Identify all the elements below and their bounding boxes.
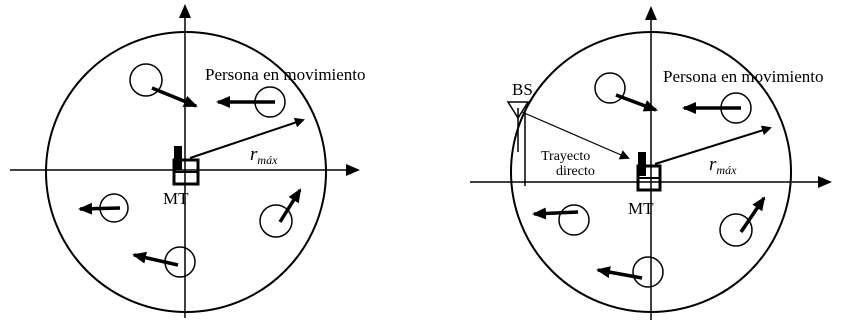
mobile-terminal-right: [636, 152, 662, 192]
moving-person-3-right: [532, 204, 590, 236]
left-panel: Persona en movimiento rmáx MT: [10, 4, 366, 318]
radius-label-right: rmáx: [709, 154, 737, 177]
moving-person-1-right: [594, 72, 658, 112]
base-station-antenna: [506, 101, 530, 186]
moving-person-4-left: [259, 188, 302, 238]
direct-path-label-line1: Trayecto: [541, 149, 590, 164]
base-station-label: BS: [512, 80, 533, 99]
person-label-left: Persona en movimiento: [205, 65, 366, 84]
right-panel: BS Trayecto directo Persona en movimient…: [470, 6, 832, 320]
moving-person-3-left: [78, 193, 129, 223]
moving-person-5-right: [596, 256, 664, 288]
terminal-label-right: MT: [628, 199, 654, 218]
terminal-label-left: MT: [163, 189, 189, 208]
mobile-terminal-left: [172, 146, 200, 186]
radius-arrow-right: [654, 125, 772, 165]
direct-path-line: [521, 111, 630, 160]
moving-person-5-left: [132, 246, 196, 278]
coverage-circle-left: [45, 31, 327, 313]
moving-person-2-right: [682, 92, 752, 124]
radius-label-left: rmáx: [250, 144, 278, 167]
direct-path-label-line2: directo: [556, 164, 595, 179]
moving-person-2-left: [216, 86, 286, 118]
moving-person-1-left: [129, 63, 198, 108]
moving-person-4-right: [719, 196, 766, 247]
person-label-right: Persona en movimiento: [663, 67, 824, 86]
radius-arrow-left: [189, 117, 305, 159]
